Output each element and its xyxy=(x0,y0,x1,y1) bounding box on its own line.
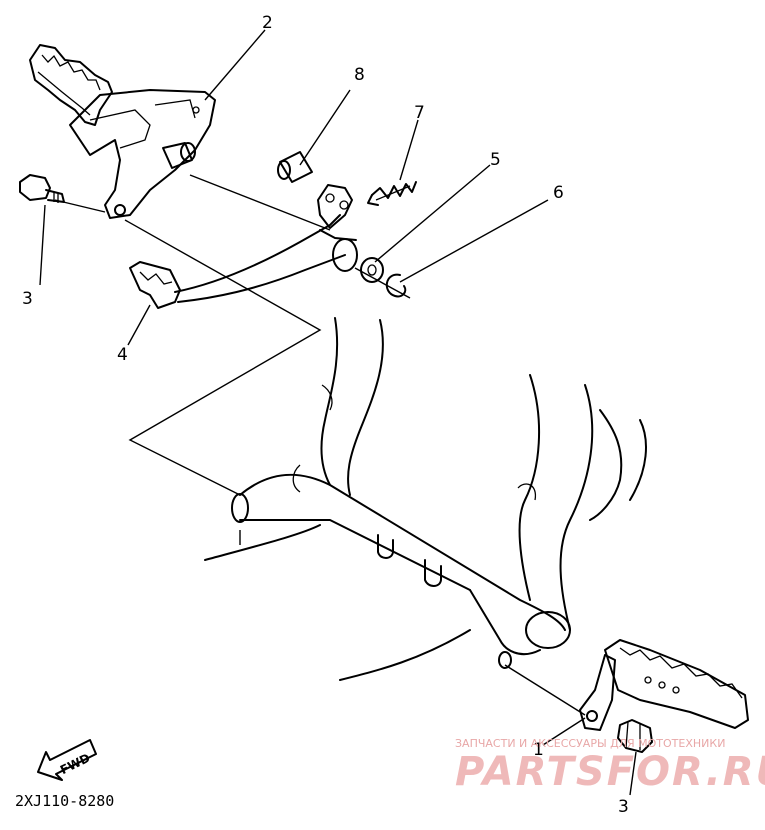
brake-pedal xyxy=(129,184,358,309)
callouts: 2 8 7 5 6 3 4 1 3 xyxy=(22,13,629,817)
callout-7: 7 xyxy=(414,103,425,123)
right-footrest-assembly xyxy=(579,639,749,731)
callout-8: 8 xyxy=(354,65,365,85)
spring xyxy=(367,181,417,206)
fwd-arrow: FWD xyxy=(37,739,97,781)
left-footrest-assembly xyxy=(29,44,216,219)
watermark-brand: PARTSFOR.RU xyxy=(455,749,765,795)
circlip xyxy=(385,273,407,298)
watermark-tagline: ЗАПЧАСТИ И АКСЕССУАРЫ ДЛЯ МОТОТЕХНИКИ xyxy=(455,737,725,750)
callout-1: 1 xyxy=(533,740,544,760)
callout-5: 5 xyxy=(490,150,501,170)
watermark: ЗАПЧАСТИ И АКСЕССУАРЫ ДЛЯ МОТОТЕХНИКИ PA… xyxy=(455,737,765,795)
callout-3-upper: 3 xyxy=(22,289,33,309)
diagram-code: 2XJ110-8280 xyxy=(15,792,114,810)
bolt-upper xyxy=(19,174,65,203)
frame xyxy=(204,317,647,681)
callout-2: 2 xyxy=(262,13,273,33)
callout-leaders xyxy=(39,29,637,796)
collar xyxy=(277,151,313,183)
reference-lines xyxy=(54,174,586,716)
callout-6: 6 xyxy=(553,183,564,203)
callout-3-lower: 3 xyxy=(618,797,629,817)
bolt-lower xyxy=(617,719,653,753)
callout-4: 4 xyxy=(117,345,128,365)
washer xyxy=(360,257,384,283)
fwd-label: FWD xyxy=(58,751,92,777)
